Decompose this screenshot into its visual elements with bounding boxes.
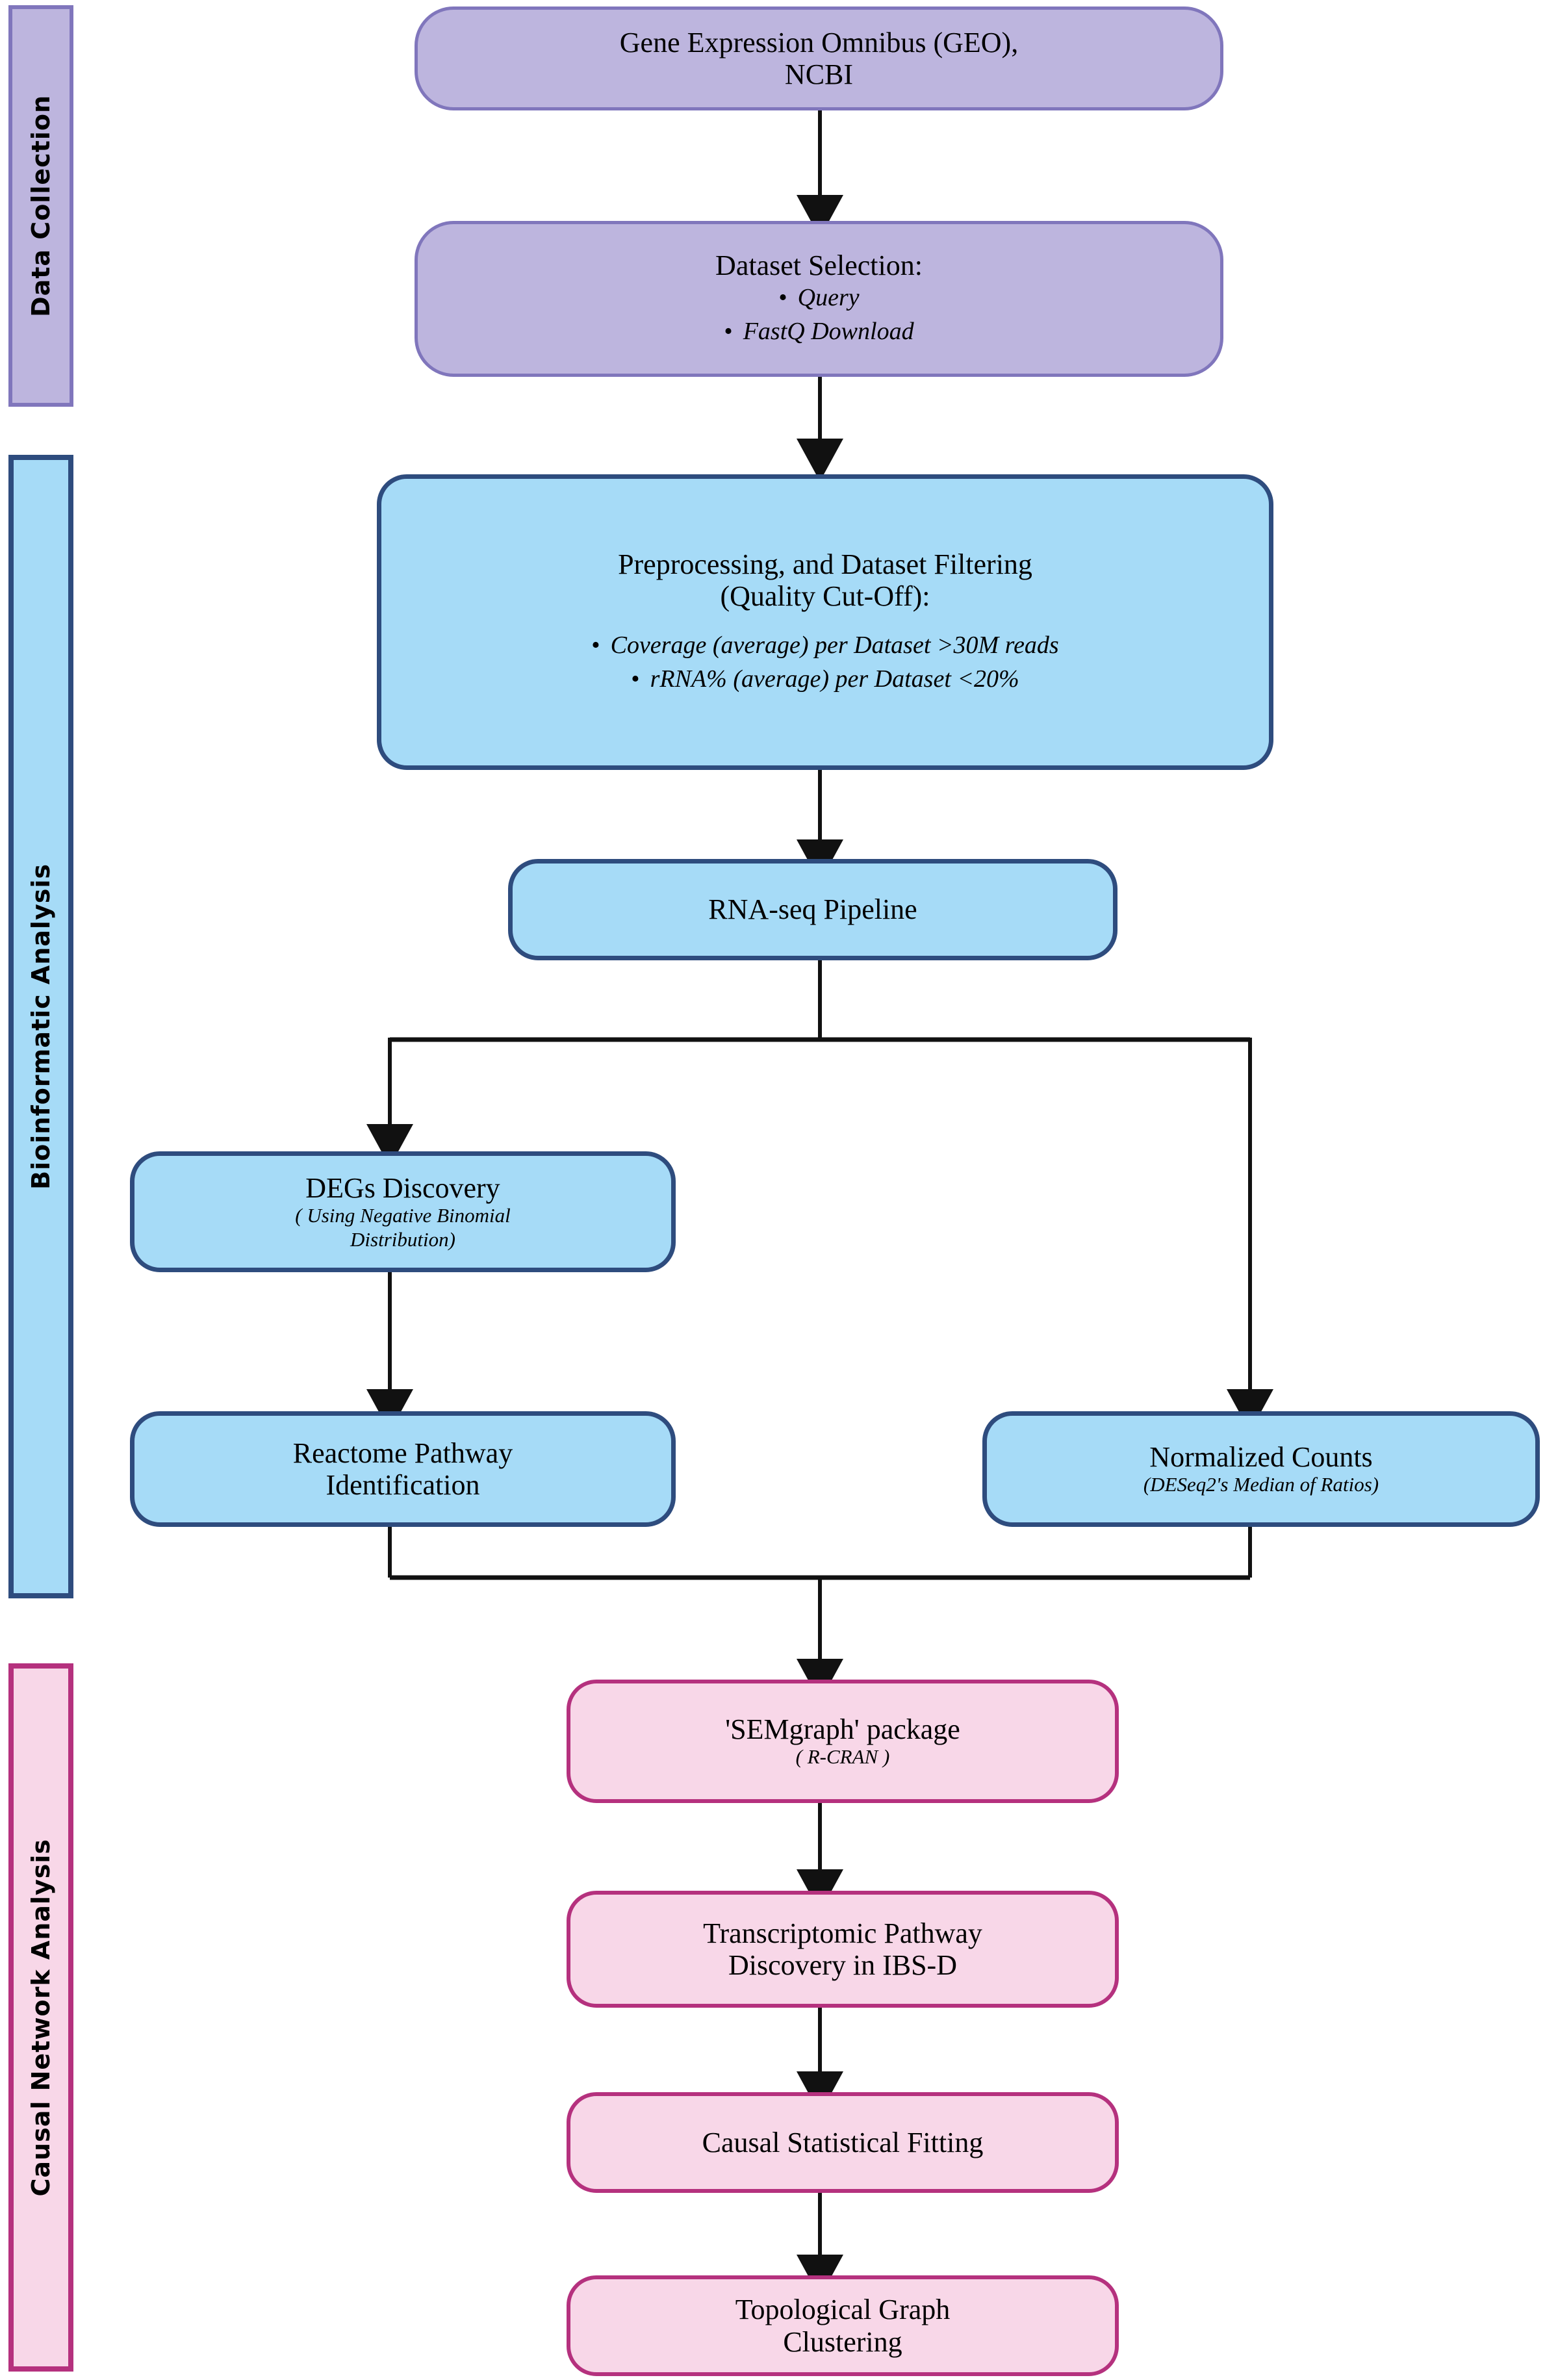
node-dataset-selection-bullets: Query FastQ Download xyxy=(724,281,914,348)
node-semgraph[interactable]: 'SEMgraph' package ( R-CRAN ) xyxy=(567,1680,1119,1803)
node-causal-fitting-title: Causal Statistical Fitting xyxy=(702,2126,984,2158)
node-semgraph-title: 'SEMgraph' package xyxy=(725,1713,960,1746)
node-transcriptomic-pathway-title: Transcriptomic Pathway Discovery in IBS-… xyxy=(703,1917,982,1981)
node-topological-clustering-title: Topological Graph Clustering xyxy=(735,2294,951,2358)
bullet-coverage: Coverage (average) per Dataset >30M read… xyxy=(591,629,1059,662)
bullet-rrna: rRNA% (average) per Dataset <20% xyxy=(591,663,1058,696)
node-normalized-counts-subtitle: (DESeq2's Median of Ratios) xyxy=(1143,1473,1379,1496)
node-semgraph-subtitle: ( R-CRAN ) xyxy=(795,1745,890,1769)
node-rnaseq-pipeline[interactable]: RNA-seq Pipeline xyxy=(508,859,1117,960)
node-preprocessing[interactable]: Preprocessing, and Dataset Filtering (Qu… xyxy=(377,474,1273,770)
node-preprocessing-title: Preprocessing, and Dataset Filtering (Qu… xyxy=(618,548,1032,613)
bullet-fastq-download: FastQ Download xyxy=(724,315,914,348)
node-geo[interactable]: Gene Expression Omnibus (GEO), NCBI xyxy=(415,6,1223,110)
node-degs-discovery-title: DEGs Discovery xyxy=(305,1171,500,1204)
node-geo-title: Gene Expression Omnibus (GEO), NCBI xyxy=(619,26,1019,90)
node-degs-discovery[interactable]: DEGs Discovery ( Using Negative Binomial… xyxy=(130,1151,676,1272)
node-reactome-pathway[interactable]: Reactome Pathway Identification xyxy=(130,1411,676,1527)
node-dataset-selection-title: Dataset Selection: xyxy=(715,250,923,282)
node-reactome-pathway-title: Reactome Pathway Identification xyxy=(292,1437,513,1501)
stage-bar-causal-network: Causal Network Analysis xyxy=(8,1663,73,2372)
node-normalized-counts-title: Normalized Counts xyxy=(1149,1441,1373,1474)
node-preprocessing-bullets: Coverage (average) per Dataset >30M read… xyxy=(591,629,1059,696)
node-normalized-counts[interactable]: Normalized Counts (DESeq2's Median of Ra… xyxy=(982,1411,1540,1527)
stage-bar-bioinformatic: Bioinformatic Analysis xyxy=(8,455,73,1598)
node-causal-fitting[interactable]: Causal Statistical Fitting xyxy=(567,2092,1119,2193)
node-topological-clustering[interactable]: Topological Graph Clustering xyxy=(567,2275,1119,2376)
stage-label-bioinformatic: Bioinformatic Analysis xyxy=(27,864,55,1190)
node-transcriptomic-pathway[interactable]: Transcriptomic Pathway Discovery in IBS-… xyxy=(567,1891,1119,2008)
stage-label-data-collection: Data Collection xyxy=(27,95,55,317)
node-degs-discovery-subtitle: ( Using Negative Binomial Distribution) xyxy=(295,1204,511,1251)
node-dataset-selection[interactable]: Dataset Selection: Query FastQ Download xyxy=(415,221,1223,377)
stage-label-causal-network: Causal Network Analysis xyxy=(27,1838,55,2197)
stage-bar-data-collection: Data Collection xyxy=(8,5,73,407)
bullet-query: Query xyxy=(724,281,913,314)
node-rnaseq-pipeline-title: RNA-seq Pipeline xyxy=(708,893,917,926)
